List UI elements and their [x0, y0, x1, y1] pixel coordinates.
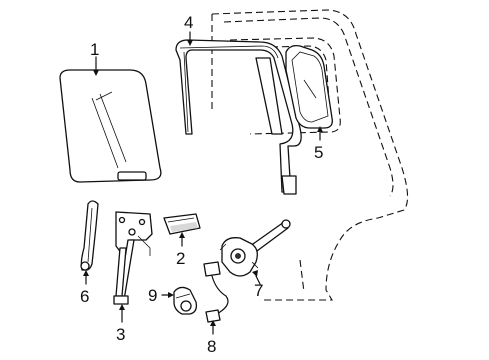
arrow-7	[252, 270, 258, 277]
window-regulator	[113, 211, 153, 305]
callout-2: 2	[176, 249, 185, 268]
callout-1: 1	[90, 40, 99, 59]
leader-7	[255, 275, 261, 285]
arrow-2	[179, 232, 185, 238]
callout-8: 8	[207, 337, 216, 356]
arrow-4	[187, 40, 193, 46]
connector	[173, 286, 198, 315]
callout-9: 9	[148, 286, 157, 305]
vent-glass	[285, 44, 333, 129]
arrow-5	[317, 126, 323, 132]
callout-5: 5	[314, 143, 323, 162]
arrow-1	[93, 70, 99, 76]
callout-4: 4	[184, 13, 193, 32]
rear-run-channel	[80, 200, 99, 271]
wiring-harness	[203, 261, 229, 323]
callout-3: 3	[116, 325, 125, 344]
callout-6: 6	[80, 287, 89, 306]
door-glass	[59, 69, 162, 183]
arrow-8	[210, 320, 216, 326]
window-switch	[163, 213, 201, 235]
regulator-motor	[219, 219, 291, 277]
glass-run-channel	[175, 39, 302, 195]
arrow-9	[168, 292, 174, 298]
callout-7: 7	[254, 281, 263, 300]
arrow-6	[83, 270, 89, 276]
arrow-3	[119, 304, 125, 310]
